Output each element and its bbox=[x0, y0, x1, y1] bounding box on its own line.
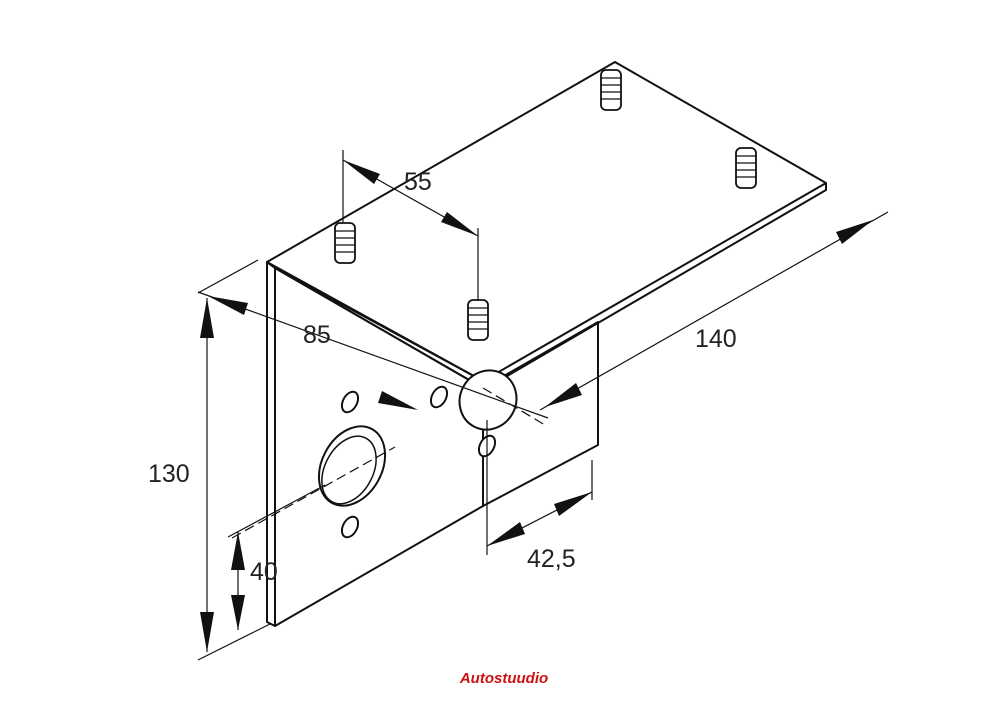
vertical-plate bbox=[266, 261, 599, 627]
vertical-plate-holes bbox=[317, 369, 518, 539]
dim-label-140: 140 bbox=[695, 325, 737, 353]
stud bbox=[467, 299, 489, 341]
dim-label-55: 55 bbox=[404, 168, 432, 196]
small-hole-lower bbox=[340, 515, 360, 539]
dim-label-40: 40 bbox=[250, 558, 278, 586]
stud bbox=[600, 69, 622, 111]
brand-text: Autostuudio bbox=[459, 670, 549, 687]
studs bbox=[334, 69, 757, 341]
stud bbox=[735, 147, 757, 189]
large-hole bbox=[317, 425, 387, 507]
slot-hole-left bbox=[429, 385, 449, 409]
stud bbox=[334, 222, 356, 264]
dimension-lines bbox=[197, 150, 889, 661]
small-hole-upper bbox=[340, 390, 360, 414]
rear-hole bbox=[458, 369, 518, 431]
dim-label-42-5: 42,5 bbox=[527, 545, 576, 573]
dim-label-130: 130 bbox=[148, 460, 190, 488]
dim-label-85: 85 bbox=[303, 321, 331, 349]
